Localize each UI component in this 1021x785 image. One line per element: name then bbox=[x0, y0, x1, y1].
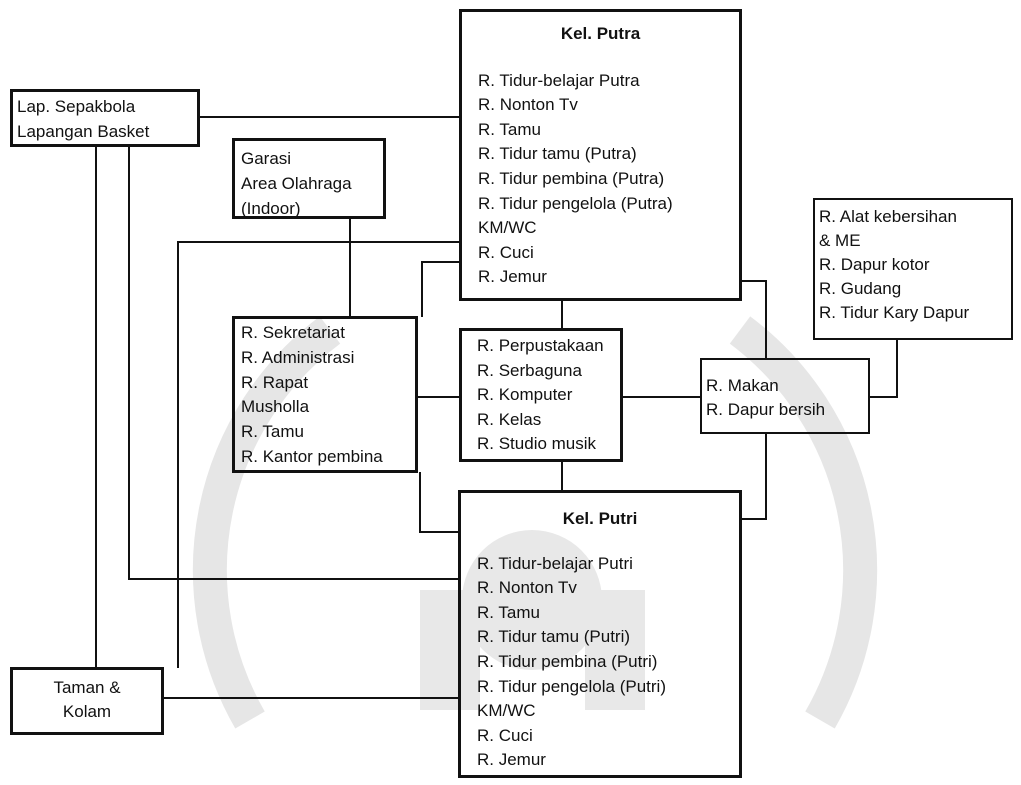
sekre-room-2: R. Administrasi bbox=[241, 347, 355, 367]
putri-room-9: R. Jemur bbox=[477, 750, 546, 770]
putri-room-8: R. Cuci bbox=[477, 725, 533, 745]
putri-room-7: KM/WC bbox=[477, 701, 536, 721]
putri-room-2: R. Nonton Tv bbox=[477, 578, 577, 598]
putri-room-1: R. Tidur-belajar Putri bbox=[477, 553, 633, 573]
garasi-box: Garasi Area Olahraga (Indoor) bbox=[232, 138, 386, 219]
putri-room-5: R. Tidur pembina (Putri) bbox=[477, 651, 658, 671]
sekre-room-1: R. Sekretariat bbox=[241, 323, 345, 342]
putri-room-4: R. Tidur tamu (Putri) bbox=[477, 627, 631, 647]
kel-putri-title: Kel. Putri bbox=[562, 509, 638, 528]
sekre-room-5: R. Tamu bbox=[241, 422, 304, 442]
kel-putra-box: Kel. Putra R. Tidur-belajar Putra R. Non… bbox=[459, 9, 742, 301]
putri-room-3: R. Tamu bbox=[477, 602, 540, 622]
putra-room-1: R. Tidur-belajar Putra bbox=[478, 70, 640, 90]
perpus-room-4: R. Kelas bbox=[477, 409, 542, 429]
alat-line-2: & ME bbox=[819, 231, 861, 250]
perpus-room-1: R. Perpustakaan bbox=[477, 336, 604, 355]
lapangan-line-1: Lap. Sepakbola bbox=[17, 97, 136, 116]
putra-room-6: R. Tidur pengelola (Putra) bbox=[478, 193, 673, 213]
alat-kebersihan-box: R. Alat kebersihan & ME R. Dapur kotor R… bbox=[813, 198, 1013, 340]
sekre-room-3: R. Rapat bbox=[241, 372, 309, 392]
taman-kolam-box: Taman & Kolam bbox=[10, 667, 164, 735]
makan-room-1: R. Makan bbox=[706, 376, 779, 395]
kel-putri-box: Kel. Putri R. Tidur-belajar Putri R. Non… bbox=[458, 490, 742, 778]
garasi-line-3: (Indoor) bbox=[241, 199, 301, 218]
lapangan-line-2: Lapangan Basket bbox=[17, 122, 150, 141]
putri-room-6: R. Tidur pengelola (Putri) bbox=[477, 676, 666, 696]
makan-room-2: R. Dapur bersih bbox=[706, 400, 826, 419]
putra-room-4: R. Tidur tamu (Putra) bbox=[478, 144, 637, 164]
garasi-line-1: Garasi bbox=[241, 149, 292, 168]
putra-room-7: KM/WC bbox=[478, 218, 537, 238]
putra-room-2: R. Nonton Tv bbox=[478, 95, 578, 115]
taman-line-1: Taman & bbox=[53, 678, 121, 697]
perpus-room-5: R. Studio musik bbox=[477, 434, 597, 453]
kel-putra-title: Kel. Putra bbox=[560, 24, 641, 43]
putra-room-8: R. Cuci bbox=[478, 242, 534, 262]
putra-room-3: R. Tamu bbox=[478, 119, 541, 139]
perpustakaan-box: R. Perpustakaan R. Serbaguna R. Komputer… bbox=[459, 328, 623, 462]
makan-box: R. Makan R. Dapur bersih bbox=[700, 358, 870, 434]
putra-room-9: R. Jemur bbox=[478, 267, 547, 287]
sekre-room-4: Musholla bbox=[241, 397, 310, 417]
perpus-room-3: R. Komputer bbox=[477, 385, 573, 404]
garasi-line-2: Area Olahraga bbox=[241, 174, 352, 193]
lapangan-box: Lap. Sepakbola Lapangan Basket bbox=[10, 89, 200, 147]
alat-line-5: R. Tidur Kary Dapur bbox=[819, 303, 970, 322]
sekretariat-box: R. Sekretariat R. Administrasi R. Rapat … bbox=[232, 316, 418, 473]
alat-line-4: R. Gudang bbox=[819, 279, 902, 298]
alat-line-1: R. Alat kebersihan bbox=[819, 207, 957, 226]
alat-line-3: R. Dapur kotor bbox=[819, 255, 930, 274]
perpus-room-2: R. Serbaguna bbox=[477, 360, 582, 380]
sekre-room-6: R. Kantor pembina bbox=[241, 446, 383, 466]
taman-line-2: Kolam bbox=[62, 702, 112, 721]
putra-room-5: R. Tidur pembina (Putra) bbox=[478, 168, 665, 188]
